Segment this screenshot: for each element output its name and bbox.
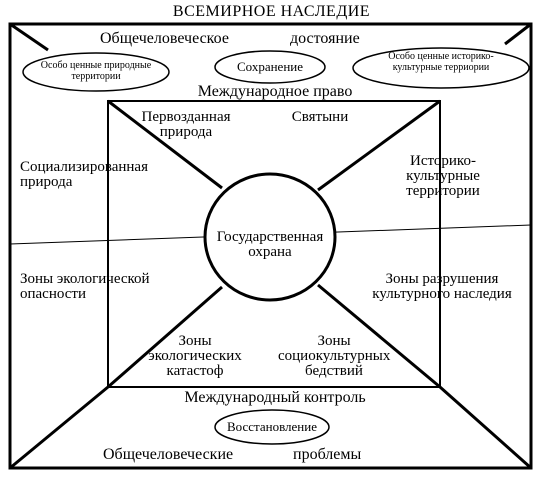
oval-cultural-territories (352, 47, 530, 89)
ecological-danger-zones-label: Зоны экологической опасности (20, 271, 150, 302)
diagonal-top-left-outer (9, 22, 49, 52)
oval-cultural-territories-label: Особо ценные историко-культурные терриор… (388, 51, 494, 73)
ecological-catastrophe-zones-label: Зоны экологических катастоф (148, 333, 242, 379)
page-title: ВСЕМИРНОЕ НАСЛЕДИЕ (172, 3, 371, 20)
heading-common-heritage-right: достояние (290, 30, 360, 47)
historical-cultural-territories-label: Историко-культурные территории (406, 153, 480, 199)
diagonal-bottom-left-inner (107, 285, 223, 389)
inner-frame (107, 100, 441, 388)
diagonal-bottom-right-outer (439, 385, 532, 470)
center-circle (203, 172, 337, 302)
heading-common-problems-left: Общечеловеческие (103, 446, 234, 463)
diagonal-bottom-left-outer (9, 385, 109, 470)
state-protection-label: Государственная охрана (216, 229, 324, 260)
cultural-heritage-destruction-label: Зоны разрушения культурного наследия (372, 271, 512, 302)
international-law-label: Международное право (197, 83, 353, 100)
outer-frame (8, 22, 533, 470)
oval-restoration-label: Восстановление (226, 419, 317, 434)
pristine-nature-label: Первозданная природа (141, 109, 231, 140)
oval-preservation (214, 50, 326, 84)
oval-natural-territories (22, 52, 170, 92)
shrines-label: Святыни (291, 109, 349, 125)
international-control-label: Международный контроль (184, 389, 366, 406)
oval-restoration (214, 409, 330, 445)
socialized-nature-label: Социализированная природа (20, 159, 148, 190)
diagonal-top-right-outer (504, 22, 532, 46)
diagonal-top-right-inner (317, 99, 441, 192)
diagonal-bottom-right-inner (317, 283, 441, 389)
heading-common-heritage-left: Общечеловеческое (100, 30, 229, 47)
oval-preservation-label: Сохранение (236, 59, 304, 74)
diagonal-top-left-inner (107, 99, 223, 190)
sociocultural-disaster-zones-label: Зоны социокультурных бедствий (278, 333, 391, 379)
oval-natural-territories-label: Особо ценные природные территории (40, 60, 152, 82)
heading-common-problems-right: проблемы (293, 446, 362, 463)
